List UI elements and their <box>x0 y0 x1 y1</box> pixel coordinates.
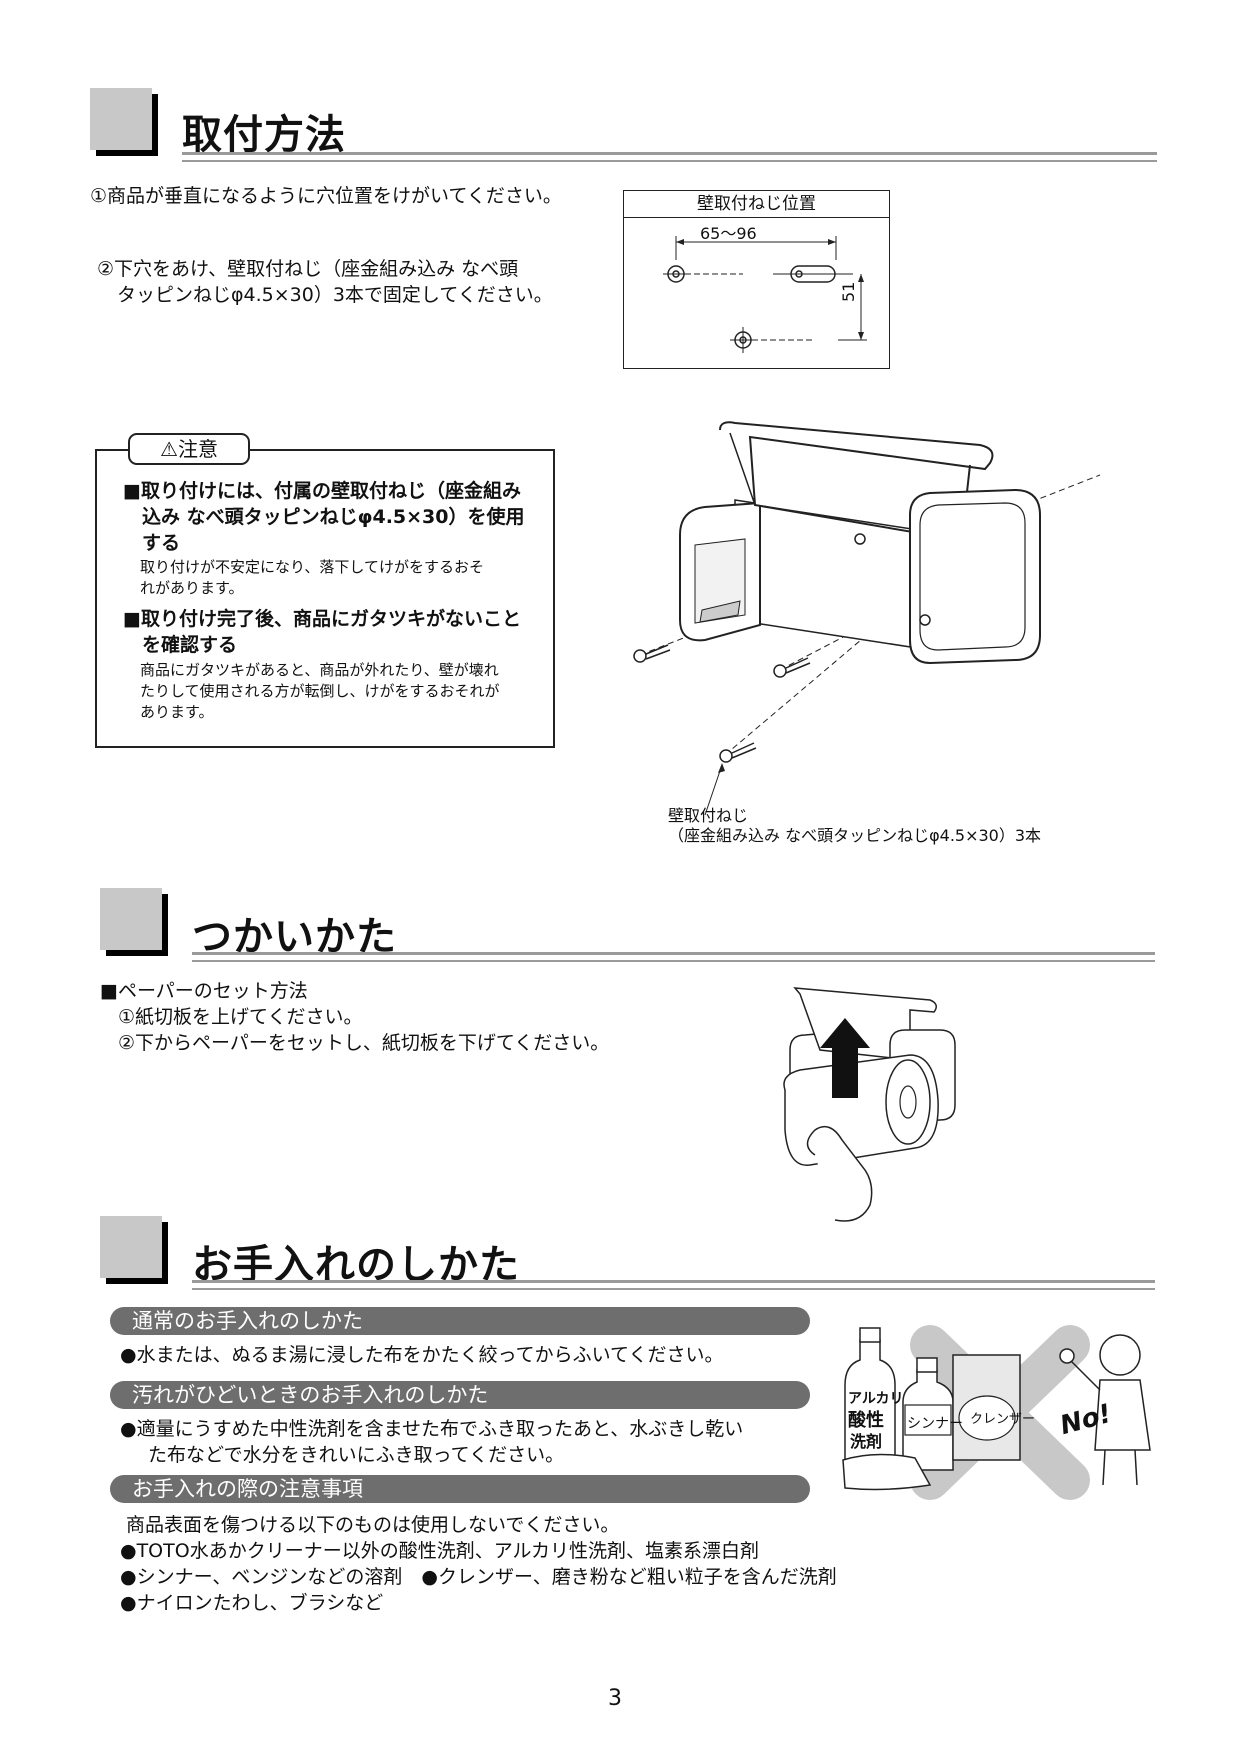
illus-label-alkali-line1: アルカリ <box>848 1391 904 1407</box>
mounting-step-1: ①商品が垂直になるように穴位置をけがいてください。 <box>90 185 562 207</box>
screw-position-diagram: 壁取付ねじ位置 <box>623 190 890 369</box>
mounting-step-2-line2: タッピンねじφ4.5×30）3本で固定してください。 <box>117 284 553 306</box>
usage-subheading: ■ペーパーのセット方法 <box>100 980 308 1002</box>
caution-item1-heading-line2: 込み なべ頭タッピンねじφ4.5×30）を使用 <box>142 506 525 528</box>
screw-caption-line2: （座金組み込み なべ頭タッピンねじφ4.5×30）3本 <box>668 826 1042 845</box>
warning-icon: ⚠ <box>160 437 178 461</box>
care-notes-item2: ●シンナー、ベンジンなどの溶剤 ●クレンザー、磨き粉など粗い粒子を含んだ洗剤 <box>120 1566 837 1588</box>
illus-label-thinner: シンナー <box>907 1416 963 1432</box>
diagram-dim-horizontal: 65～96 <box>700 224 757 243</box>
care-dirty-label: 汚れがひどいときのお手入れのしかた <box>110 1381 810 1409</box>
section-rule <box>192 1280 1155 1283</box>
diagram-title: 壁取付ねじ位置 <box>624 191 889 218</box>
section-icon-usage-front <box>100 888 162 950</box>
care-dirty-text-line2: た布などで水分をきれいにふき取ってください。 <box>148 1444 565 1466</box>
usage-step-1: ①紙切板を上げてください。 <box>118 1006 363 1028</box>
illus-label-alkali-line2: 酸性 <box>848 1410 884 1431</box>
care-dirty-text-line1: ●適量にうすめた中性洗剤を含ませた布でふき取ったあと、水ぶきし乾い <box>120 1418 744 1440</box>
screw-position-drawing <box>663 236 867 353</box>
mounting-step-2-line1: ②下穴をあけ、壁取付ねじ（座金組み込み なべ頭 <box>97 258 519 280</box>
section-rule <box>192 952 1155 955</box>
care-normal-label: 通常のお手入れのしかた <box>110 1307 810 1335</box>
section-rule <box>192 960 1155 962</box>
prohibited-cleaners-illustration <box>842 1325 1151 1500</box>
usage-step-2: ②下からペーパーをセットし、紙切板を下げてください。 <box>118 1032 610 1054</box>
caution-item2-heading-line2: を確認する <box>142 634 238 656</box>
care-normal-text: ●水または、ぬるま湯に浸した布をかたく絞ってからふいてください。 <box>120 1344 724 1366</box>
caution-tab: ⚠注意 <box>128 433 250 465</box>
section-icon-mounting-front <box>90 88 152 150</box>
caution-label: 注意 <box>177 437 218 461</box>
caution-item1-note-line2: れがあります。 <box>140 579 244 597</box>
caution-box <box>95 449 555 748</box>
installation-illustration <box>633 421 1101 816</box>
section-rule <box>182 152 1157 155</box>
section-icon-care-front <box>100 1216 162 1278</box>
illus-label-cleanser: クレンザー <box>970 1412 1036 1427</box>
caution-item1-heading-line1: ■取り付けには、付属の壁取付ねじ（座金組み <box>123 480 521 502</box>
screw-caption-line1: 壁取付ねじ <box>668 806 749 825</box>
caution-item2-note-line1: 商品にガタツキがあると、商品が外れたり、壁が壊れ <box>140 661 499 679</box>
diagram-dim-vertical: 51 <box>839 281 858 302</box>
caution-item1-note-line1: 取り付けが不安定になり、落下してけがをするおそ <box>140 558 484 576</box>
section-rule <box>182 160 1157 162</box>
care-notes-item1: ●TOTO水あかクリーナー以外の酸性洗剤、アルカリ性洗剤、塩素系漂白剤 <box>120 1540 759 1562</box>
care-notes-label: お手入れの際の注意事項 <box>110 1475 810 1503</box>
care-notes-intro: 商品表面を傷つける以下のものは使用しないでください。 <box>126 1514 620 1536</box>
caution-item1-heading-line3: する <box>142 532 181 554</box>
page-number: 3 <box>608 1686 622 1711</box>
caution-item2-note-line3: あります。 <box>140 703 214 721</box>
caution-item2-note-line2: たりして使用される方が転倒し、けがをするおそれが <box>140 682 500 700</box>
section-rule <box>192 1288 1155 1290</box>
section-title-mounting: 取付方法 <box>182 112 346 158</box>
caution-item2-heading-line1: ■取り付け完了後、商品にガタツキがないこと <box>123 608 521 630</box>
illus-label-alkali-line3: 洗剤 <box>850 1432 883 1451</box>
paper-set-illustration <box>783 987 956 1222</box>
care-notes-item3: ●ナイロンたわし、ブラシなど <box>120 1592 384 1614</box>
